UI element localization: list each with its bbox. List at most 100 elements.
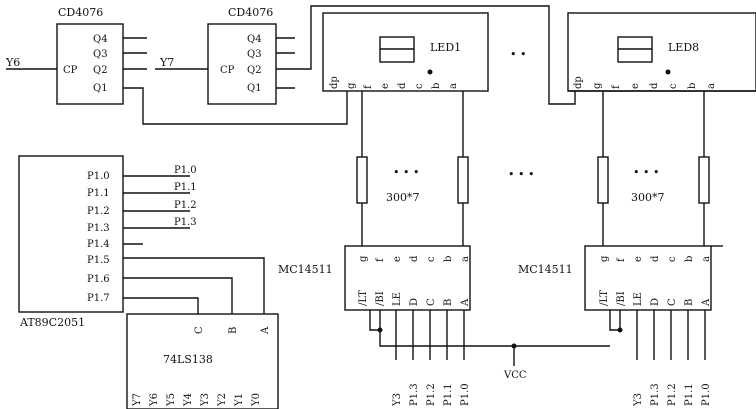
at89c2051-port-pins: P1.0P1.1P1.2P1.3P1.4P1.5P1.6P1.7P1.0P1.1…	[87, 165, 197, 304]
mc1-bottom-pin-lt: /LT	[358, 290, 369, 306]
cd4076-q4-label-2: Q4	[247, 34, 262, 45]
mc1-bottom-pin-bi: /BI	[375, 291, 386, 306]
y6-net-label: Y6	[5, 56, 20, 69]
mc2-tie-dot	[617, 327, 623, 333]
led1-pin-e: e	[380, 83, 391, 89]
mc2-top-pin-e: e	[633, 256, 644, 262]
p15-to-ls138-a-wire	[123, 257, 265, 314]
led8-dp-dot	[665, 69, 671, 75]
mc1-bottom-pin-b: B	[443, 299, 454, 306]
mc2-lt-bi-tie	[609, 310, 621, 331]
ls138-output-pin-y1: Y1	[234, 393, 245, 407]
cd4076-q3-label-1: Q3	[93, 49, 108, 60]
cd4076-chip-1: CD4076 Q4 Q3 Q2 Q1 CP	[56, 6, 147, 105]
ls138-output-pin-y0: Y0	[251, 393, 262, 407]
mc14511-body-1	[344, 245, 471, 311]
cd4076-cp-label-1: CP	[63, 65, 78, 76]
mc2-bottom-pin-lt: /LT	[599, 290, 610, 306]
ls138-output-pin-y3: Y3	[200, 393, 211, 407]
led8-label: LED8	[668, 41, 699, 54]
mc2-bottom-pin-d: D	[650, 298, 661, 306]
ls138-input-pin-b: B	[228, 327, 239, 334]
res1-dots: • • •	[393, 166, 419, 179]
led8-pin-b: b	[687, 83, 698, 89]
at89c2051-pin-P17: P1.7	[87, 293, 110, 304]
q1-to-led1-dp-wire	[123, 87, 348, 125]
cd4076-title-1: CD4076	[58, 6, 103, 19]
cd4076-cp-label-2: CP	[220, 65, 235, 76]
led1-label: LED1	[430, 41, 461, 54]
at89c2051-net-label-P11: P1.1	[174, 182, 197, 193]
res2-dots: • • •	[633, 166, 659, 179]
mc1-top-pin-f: f	[375, 257, 386, 262]
led-gap-dots: • •	[510, 48, 526, 61]
cd4076-q1-label-2: Q1	[247, 83, 262, 94]
mc2-top-pin-b: b	[684, 256, 695, 262]
led8-pin-f: f	[611, 84, 622, 89]
p17-to-ls138-c-wire	[123, 297, 199, 314]
led1-pin-f: f	[363, 84, 374, 89]
ls138-body	[126, 313, 279, 409]
cd4076-title-2: CD4076	[228, 6, 273, 19]
at89c2051-net-label-P12: P1.2	[174, 200, 197, 211]
mc1-bottom-pin-d: D	[409, 298, 420, 306]
mc1-lt-bi-tie	[369, 310, 381, 331]
res1-value-label: 300*7	[386, 191, 420, 204]
mc2-bottom-pin-c: C	[667, 298, 678, 306]
vcc-label: VCC	[503, 370, 527, 381]
at89c2051-label: AT89C2051	[19, 316, 85, 329]
at89c2051-body	[18, 155, 124, 313]
led1-dp-dot	[427, 69, 433, 75]
mc2-bottom-pin-b: B	[684, 299, 695, 306]
mc1-net-label-P12: P1.2	[426, 383, 437, 406]
cd4076-chip-2: CD4076 Q4 Q3 Q2 Q1 CP	[207, 6, 295, 105]
led8-pin-e: e	[630, 83, 641, 89]
res2-right-resistor	[698, 156, 710, 204]
mc2-net-label-P13: P1.3	[650, 383, 661, 406]
at89c2051-net-label-P13: P1.3	[174, 217, 197, 228]
led8-body	[567, 12, 756, 92]
ls138-label: 74LS138	[163, 353, 213, 366]
mc2-net-label-P12: P1.2	[667, 383, 678, 406]
mc1-net-label-P10: P1.0	[460, 383, 471, 406]
at89c2051-pin-P12: P1.2	[87, 206, 110, 217]
cd4076-body-2	[207, 23, 277, 105]
mc2-bottom-pin-le: LE	[633, 292, 644, 306]
ls138-input-pin-a: A	[260, 326, 271, 335]
ls138-output-pin-y4: Y4	[183, 393, 194, 407]
mc1-top-pin-c: c	[426, 256, 437, 262]
mc14511-label-2: MC14511	[518, 263, 573, 276]
ls138-output-pin-y6: Y6	[149, 393, 160, 407]
y7-net-label: Y7	[159, 56, 174, 69]
led8-pin-a: a	[706, 83, 717, 89]
mc1-bottom-pin-a: A	[460, 298, 471, 307]
mc2-net-label-P11: P1.1	[684, 383, 695, 406]
res1-left-resistor	[356, 156, 368, 204]
mc1-bottom-pin-c: C	[426, 298, 437, 306]
mc1-net-label-Y3: Y3	[392, 393, 403, 407]
mc2-net-label-P10: P1.0	[701, 383, 712, 406]
mc14511-body-2	[584, 245, 712, 311]
led8-pin-dp: dp	[573, 76, 584, 89]
ls138-output-pin-y5: Y5	[166, 393, 177, 407]
led1-pin-c: c	[414, 83, 425, 89]
mc1-bottom-pin-le: LE	[392, 292, 403, 306]
res1-right-resistor	[457, 156, 469, 204]
mc2-bottom-pin-a: A	[701, 298, 712, 307]
resistor-bank-2: • • • 300*7	[597, 91, 710, 246]
mc1-net-label-P11: P1.1	[443, 383, 454, 406]
at89c2051-pin-P16: P1.6	[87, 274, 110, 285]
at89c2051-pin-P11: P1.1	[87, 188, 110, 199]
middle-gap-dots: • • •	[508, 168, 534, 181]
ls138-output-pin-y2: Y2	[217, 393, 228, 407]
at89c2051-pin-P15: P1.5	[87, 255, 110, 266]
